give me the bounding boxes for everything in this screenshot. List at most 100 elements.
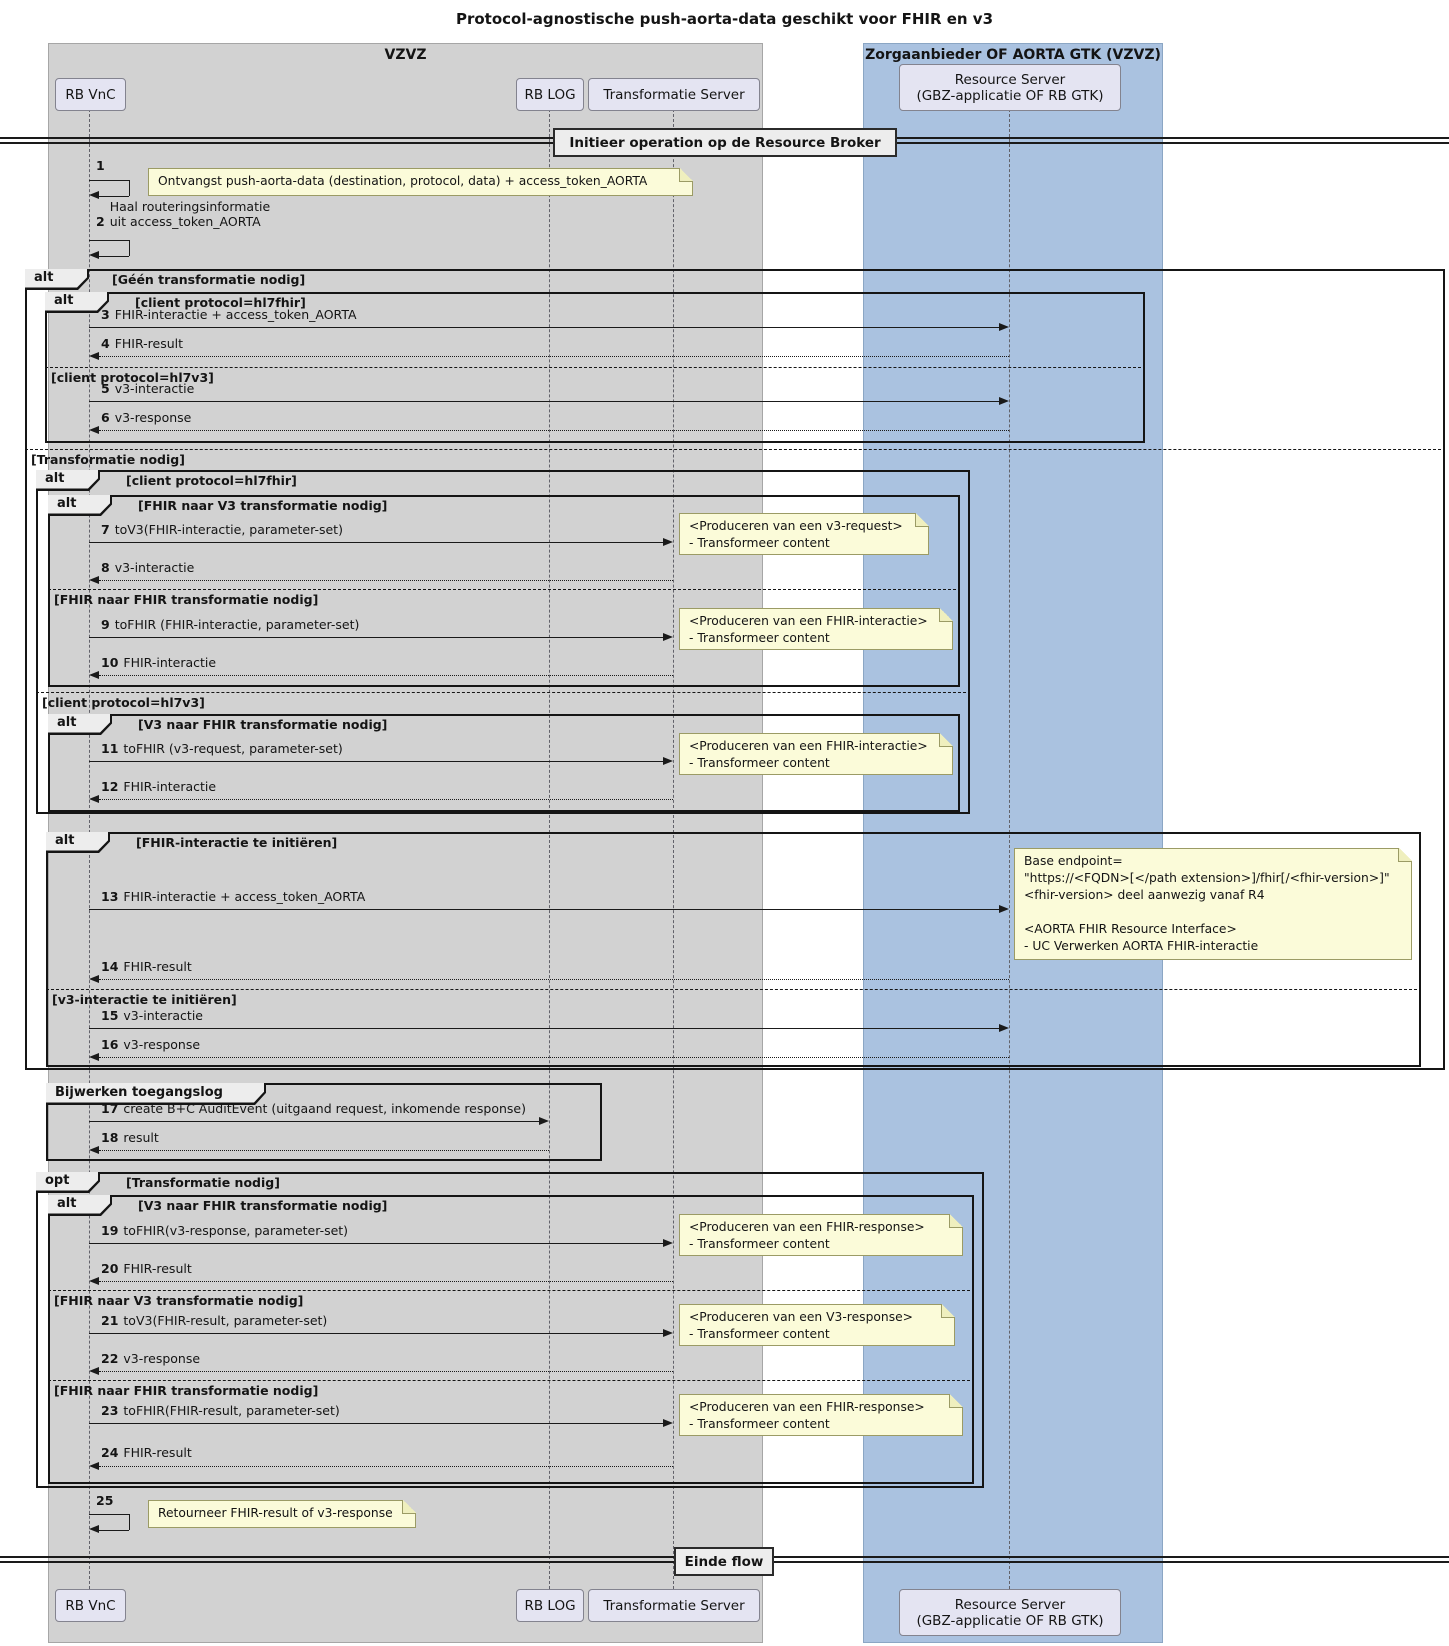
frame-condition: [Transformatie nodig] bbox=[31, 452, 185, 467]
note-fold-icon bbox=[679, 168, 693, 182]
arrowhead bbox=[663, 632, 673, 641]
participant-transformatie-server-bottom: Transformatie Server bbox=[588, 1589, 760, 1622]
participant-rb-log-top: RB LOG bbox=[516, 78, 584, 111]
message-22-arrow bbox=[99, 1371, 673, 1372]
note-fold-icon bbox=[1398, 848, 1412, 862]
frame-condition: [v3-interactie te initiëren] bbox=[52, 992, 237, 1007]
note-fold-icon bbox=[949, 1214, 963, 1228]
package-zorgaanbieder-label: Zorgaanbieder OF AORTA GTK (VZVZ) bbox=[865, 47, 1161, 63]
divider-einde-label: Einde flow bbox=[684, 1553, 764, 1570]
note-base-endpoint: Base endpoint= "https://<FQDN>[</path ex… bbox=[1014, 848, 1412, 960]
frame-condition: [FHIR-interactie te initiëren] bbox=[136, 835, 338, 850]
note-msg21: <Produceren van een V3-response> - Trans… bbox=[679, 1304, 955, 1346]
frame-condition: [Transformatie nodig] bbox=[126, 1175, 280, 1190]
arrowhead bbox=[89, 670, 99, 679]
arrowhead bbox=[663, 537, 673, 546]
message-2-arrow bbox=[89, 240, 129, 241]
frame-condition: [FHIR naar FHIR transformatie nodig] bbox=[54, 592, 319, 607]
message-25-label: 25 bbox=[96, 1493, 114, 1508]
note-msg7: <Produceren van een v3-request> - Transf… bbox=[679, 513, 929, 555]
note-fold-icon bbox=[949, 1394, 963, 1408]
frame-keyword: alt bbox=[45, 292, 109, 313]
frame-condition: [client protocol=hl7v3] bbox=[51, 370, 214, 385]
frame-keyword: Bijwerken toegangslog bbox=[46, 1083, 266, 1105]
frame-condition: [client protocol=hl7v3] bbox=[42, 695, 205, 710]
frame-condition: [client protocol=hl7fhir] bbox=[126, 473, 297, 488]
divider-initieer: Initieer operation op de Resource Broker bbox=[553, 128, 897, 157]
participant-resource-server-top: Resource Server (GBZ-applicatie OF RB GT… bbox=[899, 64, 1121, 111]
diagram-title: Protocol-agnostische push-aorta-data ges… bbox=[455, 10, 994, 28]
message-10-arrow bbox=[99, 675, 673, 676]
message-25-arrow bbox=[89, 1514, 129, 1515]
arrowhead bbox=[89, 1366, 99, 1375]
arrowhead bbox=[89, 1461, 99, 1470]
message-6-arrow bbox=[99, 430, 1009, 431]
frame-condition: [client protocol=hl7fhir] bbox=[135, 295, 306, 310]
frame-else-divider bbox=[48, 1290, 970, 1291]
frame-else-divider bbox=[48, 1380, 970, 1381]
message-14-arrow bbox=[99, 979, 1009, 980]
divider-initieer-label: Initieer operation op de Resource Broker bbox=[569, 134, 881, 151]
frame-alt-transformatie bbox=[25, 269, 1445, 1070]
participant-resource-server-bottom: Resource Server (GBZ-applicatie OF RB GT… bbox=[899, 1589, 1121, 1636]
arrowhead bbox=[89, 1145, 99, 1154]
package-vzvz-label: VZVZ bbox=[384, 47, 427, 63]
frame-condition: [FHIR naar V3 transformatie nodig] bbox=[138, 498, 388, 513]
message-1-label: 1 bbox=[96, 158, 105, 173]
arrowhead bbox=[663, 756, 673, 765]
message-16-arrow bbox=[99, 1057, 1009, 1058]
frame-keyword: opt bbox=[36, 1172, 100, 1193]
arrowhead bbox=[89, 974, 99, 983]
frame-else-divider bbox=[36, 692, 966, 693]
arrowhead bbox=[89, 425, 99, 434]
message-13-arrow bbox=[89, 909, 999, 910]
arrowhead bbox=[89, 575, 99, 584]
note-msg25: Retourneer FHIR-result of v3-response bbox=[148, 1500, 416, 1528]
frame-keyword: alt bbox=[36, 470, 100, 491]
arrowhead bbox=[999, 396, 1009, 405]
frame-condition: [V3 naar FHIR transformatie nodig] bbox=[138, 717, 388, 732]
note-msg9: <Produceren van een FHIR-interactie> - T… bbox=[679, 608, 953, 650]
arrowhead bbox=[89, 1525, 99, 1533]
frame-alt-response bbox=[48, 1195, 974, 1484]
frame-opt-transformatie bbox=[36, 1172, 984, 1488]
arrowhead bbox=[89, 1276, 99, 1285]
frame-keyword: alt bbox=[48, 714, 112, 735]
message-7-arrow bbox=[89, 542, 663, 543]
note-fold-icon bbox=[939, 608, 953, 622]
arrowhead bbox=[89, 191, 99, 199]
lifeline-rb-log bbox=[549, 109, 550, 1589]
message-4-arrow bbox=[99, 356, 1009, 357]
frame-condition: [FHIR naar V3 transformatie nodig] bbox=[54, 1293, 304, 1308]
message-20-arrow bbox=[99, 1281, 673, 1282]
frame-condition: [Géén transformatie nodig] bbox=[112, 272, 306, 287]
note-fold-icon bbox=[915, 513, 929, 527]
message-11-arrow bbox=[89, 761, 663, 762]
note-msg23: <Produceren van een FHIR-response> - Tra… bbox=[679, 1394, 963, 1436]
arrowhead bbox=[539, 1116, 549, 1125]
arrowhead bbox=[663, 1328, 673, 1337]
message-24-arrow bbox=[99, 1466, 673, 1467]
arrowhead bbox=[999, 1023, 1009, 1032]
arrowhead bbox=[89, 1052, 99, 1061]
message-12-arrow bbox=[99, 799, 673, 800]
message-9-arrow bbox=[89, 637, 663, 638]
note-msg1: Ontvangst push-aorta-data (destination, … bbox=[148, 168, 693, 196]
frame-else-divider bbox=[46, 989, 1417, 990]
frame-else-divider bbox=[45, 367, 1141, 368]
message-25-arrow bbox=[99, 1530, 129, 1531]
message-25-arrow bbox=[129, 1514, 130, 1530]
